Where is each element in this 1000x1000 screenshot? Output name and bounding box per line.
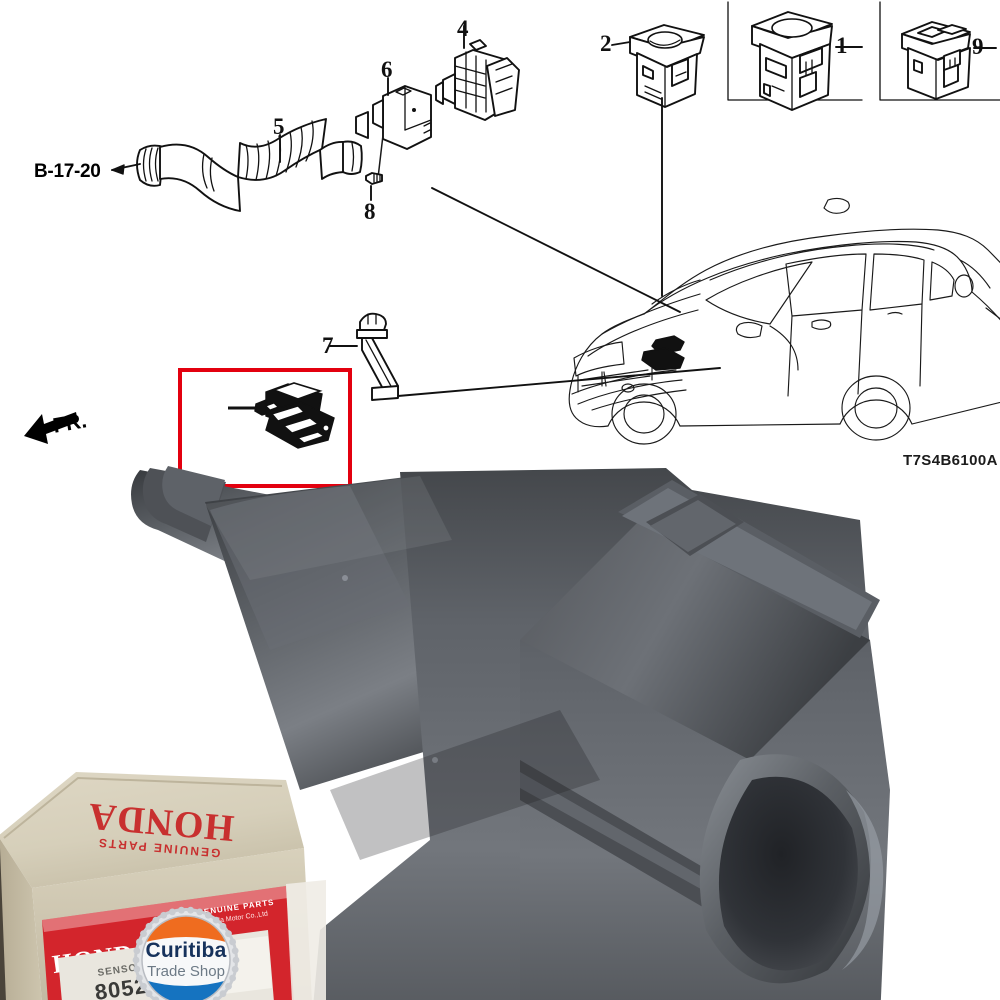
vehicle-illustration [568,197,1000,445]
callout-8: 8 [364,199,376,224]
front-direction-arrow-icon [24,412,78,444]
callout-1: 1 [836,33,848,58]
exploded-parts-diagram: .ol{fill:none;stroke:#111;stroke-width:1… [111,1,1000,445]
callout-5: 5 [273,114,285,139]
callout-7: 7 [322,333,334,358]
callout-2: 2 [600,31,612,56]
part-6-sensor-module [355,77,432,201]
part-5-intake-duct [136,118,363,212]
part-7-bracket-clip [329,312,399,401]
diagram-code-label: T7S4B6100A [903,452,998,469]
callout-6: 6 [381,57,393,82]
switch-group-frame-9 [879,1,1000,101]
leader-lines [397,97,721,397]
cross-reference-arrow [111,163,141,175]
honda-genuine-parts-box: HONDA GENUINE PARTS HONDA GENUINE PARTS … [0,752,326,1000]
part-4-connector-assembly [435,25,520,121]
product-photo-sensor-connector [0,460,1000,1000]
watermark-title: Curitiba [145,939,227,962]
cross-reference-label: B-17-20 [34,161,101,182]
watermark-subtitle: Trade Shop [147,963,225,980]
callout-9: 9 [972,34,984,59]
part-2-window-switch [611,24,705,108]
part-1-master-switch [751,11,863,111]
callout-4: 4 [457,16,469,41]
part-9-dual-window-switch [901,21,997,100]
part-3-connector-drawing [228,382,335,449]
curitiba-trade-shop-watermark: Curitiba Trade Shop [132,906,240,1000]
